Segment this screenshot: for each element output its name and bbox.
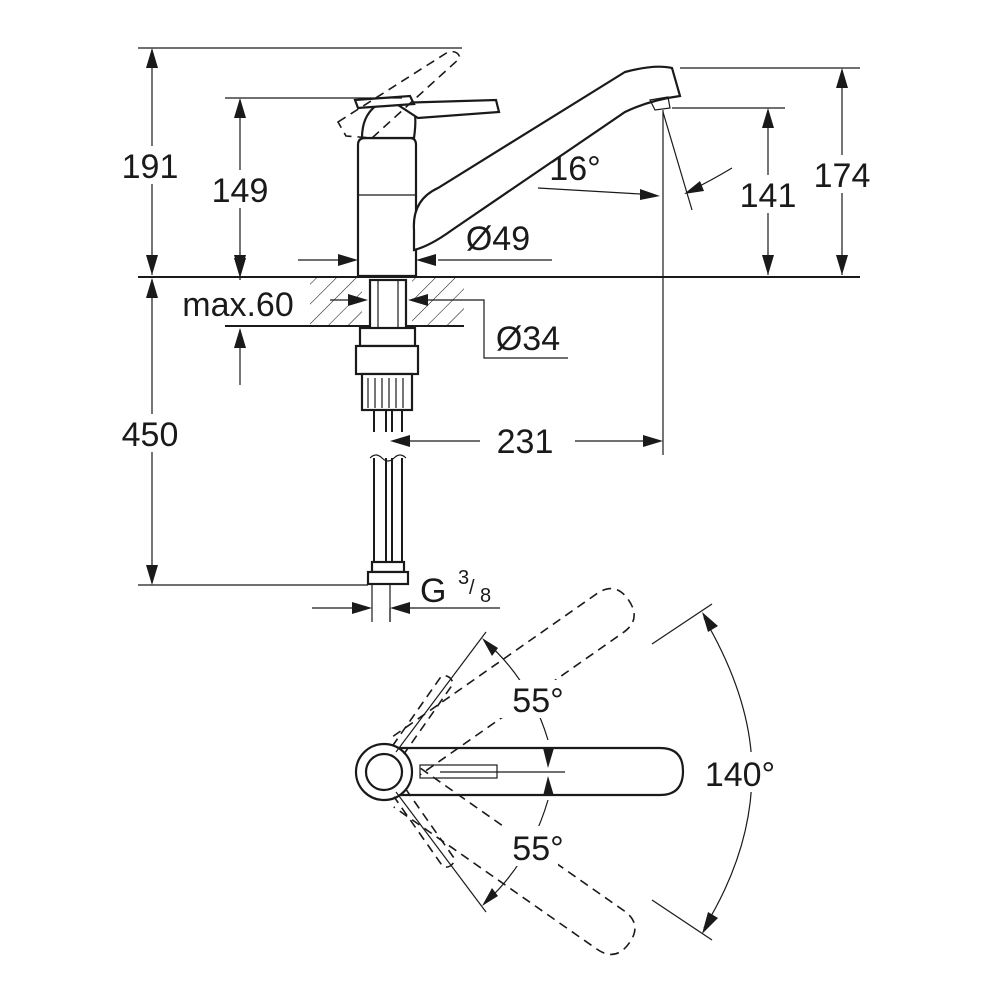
dim-thread-denominator: 8 — [480, 585, 491, 607]
dim-hole-diameter: Ø34 — [496, 320, 560, 358]
dim-reach: 231 — [497, 423, 554, 461]
dim-lever-height: 149 — [212, 172, 269, 210]
spout-aerator — [649, 96, 671, 111]
supply-hoses — [366, 410, 410, 622]
dim-hose-length: 450 — [122, 416, 179, 454]
dim-outlet-height: 141 — [740, 177, 797, 215]
lever-handle — [353, 94, 501, 140]
mounting-shank — [354, 278, 420, 412]
spout-swivel-up — [392, 587, 635, 776]
dim-spout-angle: 16° — [549, 150, 600, 188]
dim-thread-letter: G — [420, 572, 446, 610]
spout — [412, 65, 682, 252]
dim-swivel-right: 55° — [512, 830, 563, 868]
dim-thread-numerator: 3 — [458, 567, 469, 589]
lever-handle-open-position — [336, 50, 461, 139]
dim-deck-thickness: max.60 — [182, 286, 294, 324]
lever-swivel-up — [391, 674, 455, 755]
dim-thread-slash: / — [469, 577, 475, 599]
dim-total-height: 191 — [122, 148, 179, 186]
dim-swivel-left: 55° — [512, 682, 563, 720]
body-top-inner — [364, 752, 404, 792]
dim-swivel-total: 140° — [705, 756, 775, 794]
dim-spout-height: 174 — [814, 157, 871, 195]
top-view: 55° 55° 140° — [354, 587, 792, 956]
faucet-body — [356, 136, 418, 278]
spout-angle-line — [662, 111, 693, 211]
side-view: 191 149 174 141 16° Ø49 — [110, 47, 880, 622]
spout-swivel-down — [393, 767, 636, 956]
dim-body-diameter: Ø49 — [466, 220, 530, 258]
